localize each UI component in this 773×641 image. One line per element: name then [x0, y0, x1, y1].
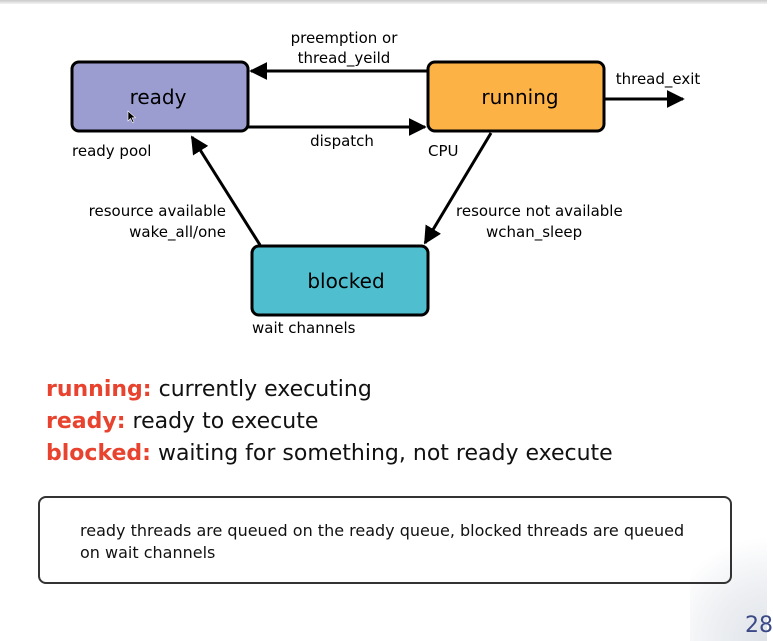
mouse-cursor-icon: [127, 110, 137, 123]
state-node-running: running: [426, 60, 606, 133]
definition-blocked-text: waiting for something, not ready execute: [157, 441, 613, 466]
state-node-blocked: blocked: [250, 244, 430, 317]
top-shadow-bar: [0, 0, 767, 4]
wake-label-line2: wake_all/one: [129, 223, 226, 242]
definition-running-text: currently executing: [158, 377, 372, 402]
note-text: ready threads are queued on the ready qu…: [80, 521, 685, 562]
thread-state-diagram: ready ready pool running CPU blocked wai…: [70, 29, 701, 337]
preemption-label-line2: thread_yeild: [298, 49, 391, 68]
cpu-caption: CPU: [428, 142, 459, 160]
wait-channels-caption: wait channels: [252, 319, 356, 337]
preemption-label-line1: preemption or: [291, 29, 399, 47]
wake-label-line1: resource available: [89, 202, 226, 220]
edge-wake: [190, 135, 262, 246]
sleep-label-line1: resource not available: [456, 202, 623, 220]
note-box: ready threads are queued on the ready qu…: [38, 496, 732, 584]
definition-ready-text: ready to execute: [132, 409, 319, 434]
definition-ready: ready: ready to execute: [46, 406, 613, 438]
term-running: running:: [46, 377, 152, 402]
state-label-running: running: [481, 85, 558, 109]
state-label-ready: ready: [130, 85, 187, 109]
ready-pool-caption: ready pool: [72, 142, 151, 160]
sleep-label-line2: wchan_sleep: [486, 223, 582, 242]
state-label-blocked: blocked: [307, 269, 384, 293]
state-node-ready: ready: [70, 60, 250, 133]
definition-running: running: currently executing: [46, 374, 613, 406]
state-definitions: running: currently executing ready: read…: [46, 374, 613, 470]
term-ready: ready:: [46, 409, 126, 434]
term-blocked: blocked:: [46, 441, 151, 466]
slide-number: 28: [745, 613, 773, 638]
dispatch-label: dispatch: [310, 132, 374, 150]
thread-exit-label: thread_exit: [616, 70, 701, 89]
definition-blocked: blocked: waiting for something, not read…: [46, 438, 613, 470]
edge-sleep: [423, 132, 493, 245]
